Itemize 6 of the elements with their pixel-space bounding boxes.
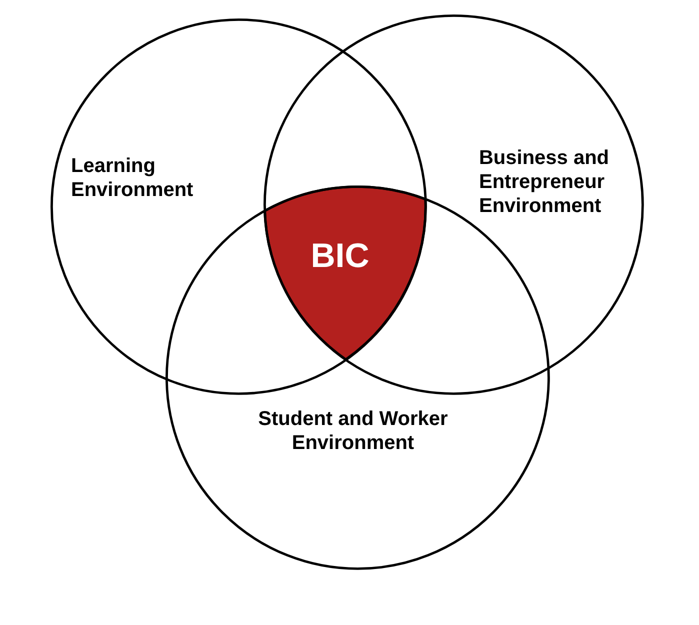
intersection-label: BIC [310, 238, 370, 273]
venn-circle [50, 18, 428, 396]
set-label: Student and Worker Environment [257, 406, 449, 455]
set-label: Business and Entrepreneur Environment [478, 146, 610, 218]
venn-circle [263, 14, 645, 396]
set-label: Learning Environment [70, 154, 194, 202]
